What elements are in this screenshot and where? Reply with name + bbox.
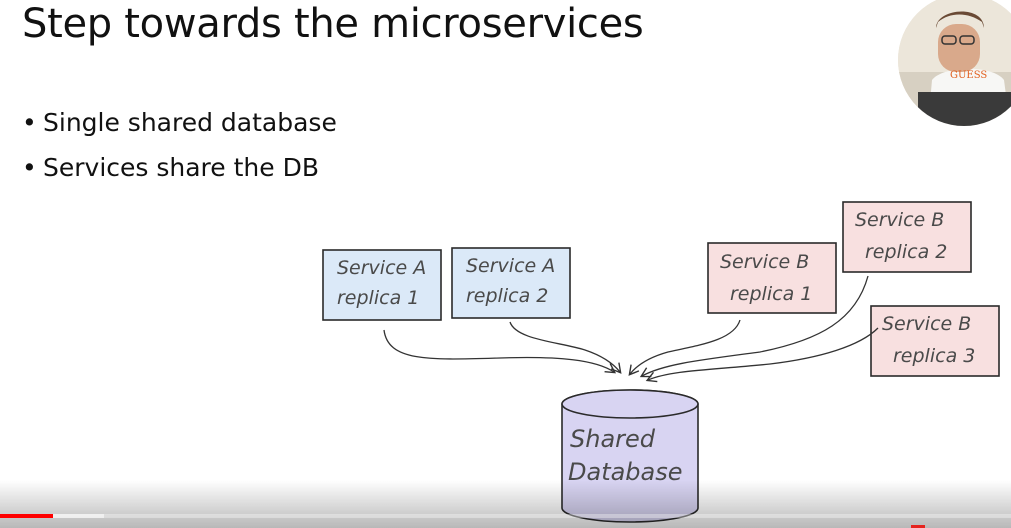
cylinder-top [561, 389, 699, 419]
box-outline [707, 242, 837, 314]
bullet-list: •Single shared database •Services share … [22, 100, 337, 190]
service-a-replica-2-box: Service A replica 2 [451, 247, 571, 319]
bullet-dot: • [22, 108, 37, 137]
box-label-line1: Service A [466, 255, 555, 277]
arrow-b1-to-db [628, 319, 741, 376]
arrow-b3-to-db [645, 327, 879, 383]
shirt-text: GUESS [950, 70, 987, 81]
video-progress-bar[interactable] [0, 514, 1011, 518]
box-label-line2: replica 1 [337, 287, 419, 309]
shared-database-cylinder: Shared Database [561, 389, 699, 523]
box-outline [842, 201, 972, 273]
player-corner-marker [911, 525, 925, 528]
box-label-line2: replica 2 [865, 241, 947, 263]
bullet-text: Services share the DB [43, 153, 319, 182]
service-b-replica-1-box: Service B replica 1 [707, 242, 837, 314]
presenter-avatar: GUESS [898, 0, 1011, 126]
service-b-replica-2-box: Service B replica 2 [842, 201, 972, 273]
progress-played [0, 514, 53, 518]
box-label-line2: replica 2 [466, 285, 548, 307]
bullet-item: •Single shared database [22, 100, 337, 145]
box-label-line1: Service A [337, 257, 426, 279]
arrow-b2-to-db [639, 275, 869, 378]
box-outline [451, 247, 571, 319]
arrow-a2-to-db [509, 321, 622, 374]
player-controls-gradient [0, 480, 1011, 528]
box-label-line2: replica 3 [893, 345, 975, 367]
service-a-replica-1-box: Service A replica 1 [322, 249, 442, 321]
box-outline [870, 305, 1000, 377]
service-b-replica-3-box: Service B replica 3 [870, 305, 1000, 377]
database-label-line1: Shared [570, 425, 656, 453]
box-outline [322, 249, 442, 321]
box-label-line2: replica 1 [730, 283, 812, 305]
bullet-dot: • [22, 153, 37, 182]
database-label-line2: Database [568, 458, 683, 486]
bullet-text: Single shared database [43, 108, 337, 137]
arrow-a1-to-db [383, 329, 617, 374]
bullet-item: •Services share the DB [22, 145, 337, 190]
box-label-line1: Service B [720, 251, 809, 273]
box-label-line1: Service B [882, 313, 971, 335]
presenter-webcam: GUESS [898, 0, 1011, 126]
slide-title: Step towards the microservices [22, 1, 644, 47]
box-label-line1: Service B [855, 209, 944, 231]
